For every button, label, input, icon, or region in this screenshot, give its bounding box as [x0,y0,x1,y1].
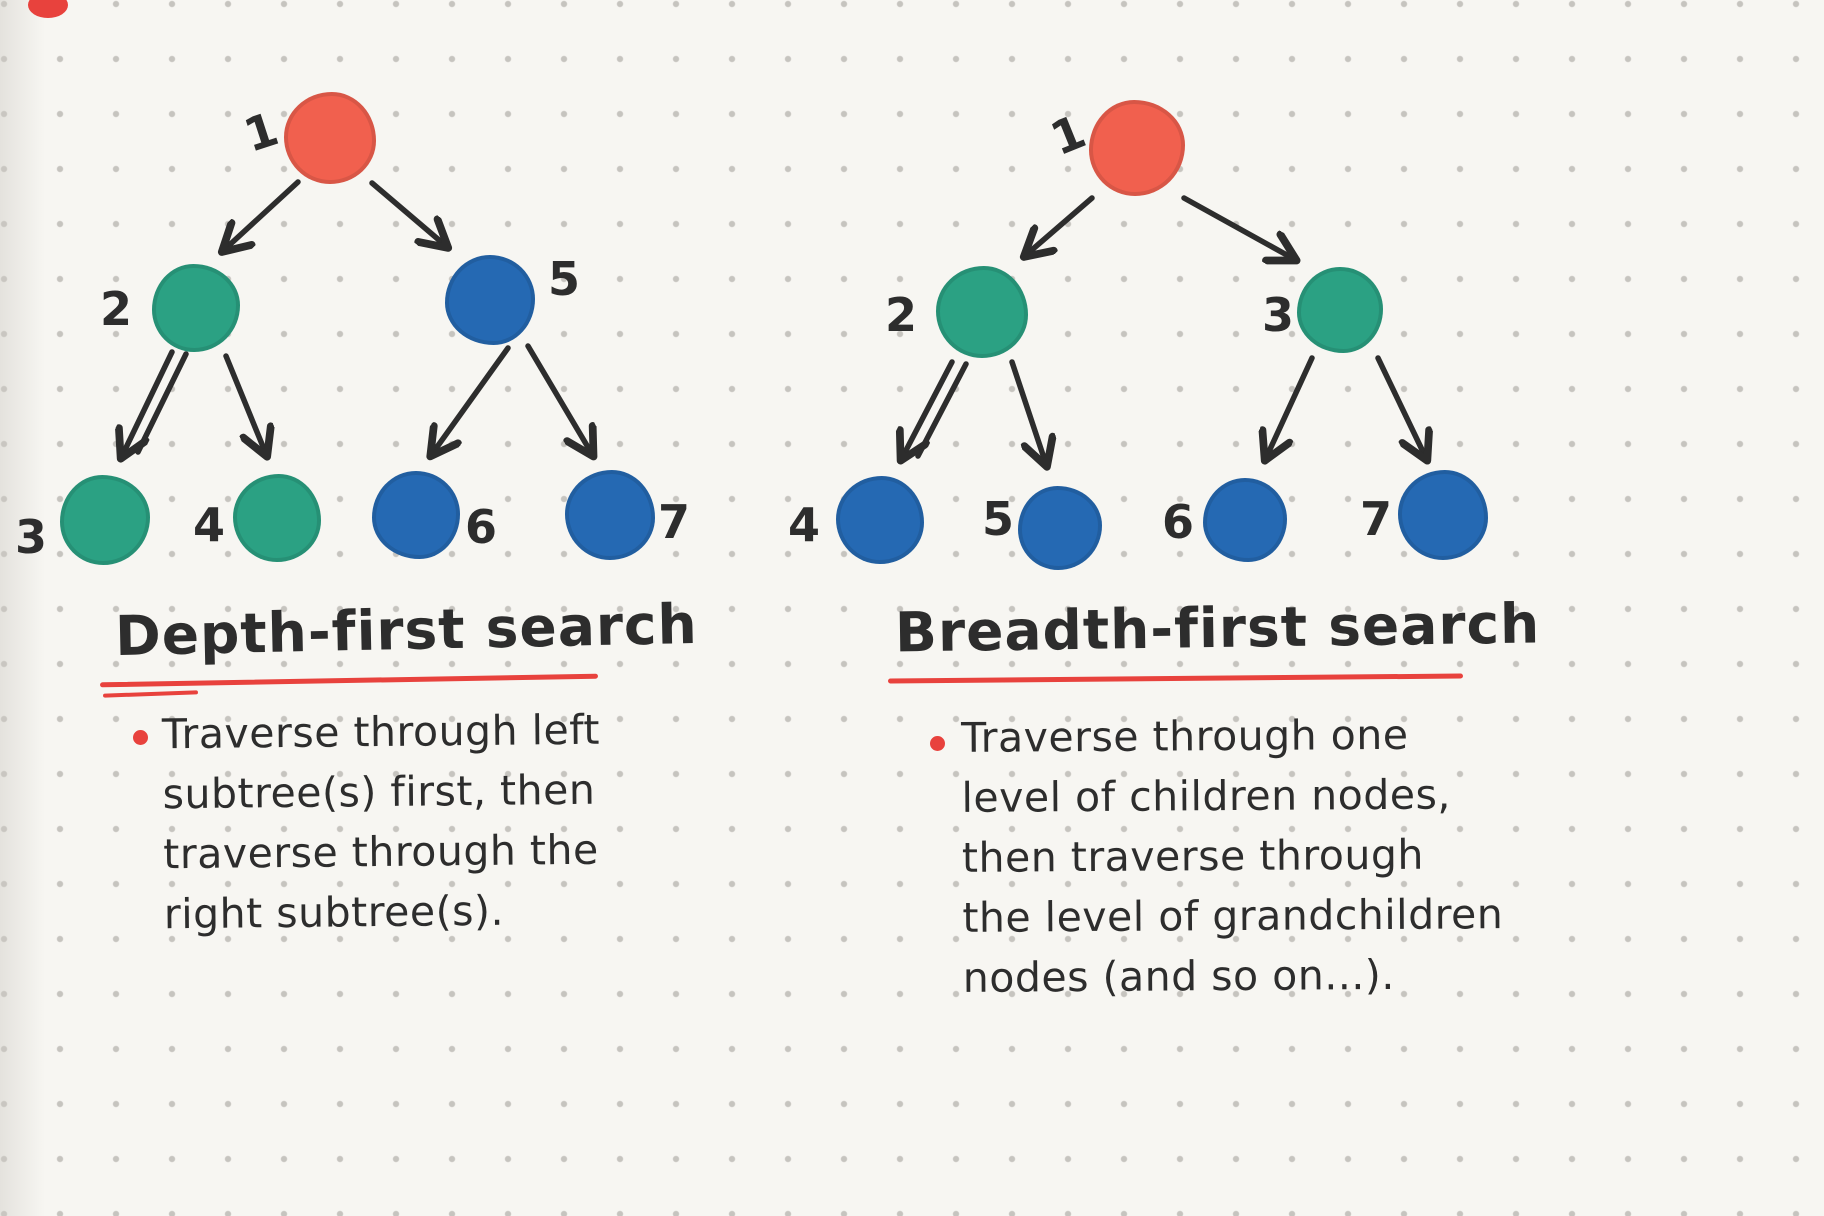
dfs-edge-5-6 [432,345,511,454]
dfs-node-4 [233,474,321,562]
dfs-node-7-label: 7 [658,495,691,549]
bfs-node-3-label: 3 [1262,288,1295,342]
bfs-node-7-label: 7 [1360,492,1393,546]
bfs-bullet-dot [930,736,945,751]
bfs-bullet-text: Traverse through one level of children n… [961,710,1504,1014]
dfs-node-1 [284,92,376,184]
bfs-edge-2-4b [915,361,969,459]
bfs-node-1-label: 1 [1043,103,1094,167]
bfs-node-5 [1018,486,1102,570]
dfs-bullet-text: Traverse through left subtree(s) first, … [162,706,602,951]
dfs-title: Depth-first search [114,591,699,669]
bfs-node-3 [1297,267,1383,353]
bfs-node-6 [1203,478,1287,562]
dfs-title-underline [99,673,599,688]
bfs-node-2-label: 2 [885,288,918,342]
dfs-node-6-label: 6 [465,500,498,554]
bfs-bullet-line-4: the level of grandchildren [962,890,1504,942]
bfs-node-4 [836,476,924,564]
bfs-title: Breadth-first search [894,591,1541,665]
dfs-node-2-label: 2 [100,282,133,336]
dfs-edge-1-2 [224,179,301,250]
dfs-node-3-label: 3 [15,510,48,564]
bfs-edge-2-5 [1009,359,1046,464]
bfs-edge-3-7 [1375,355,1426,458]
bfs-bullet-line-3: then traverse through [961,830,1425,882]
bfs-edge-1-3 [1181,195,1294,259]
dfs-node-2 [152,264,240,352]
dfs-node-7 [565,470,655,560]
bfs-node-1 [1089,100,1185,196]
dfs-bullet-line-1: Traverse through left [161,705,601,759]
bfs-bullet-line-1: Traverse through one [960,710,1409,762]
dfs-edge-2-4 [223,353,266,454]
dfs-bullet-line-2: subtree(s) first, then [162,765,596,819]
bfs-edge-1-2 [1026,195,1095,255]
bfs-title-underline [887,673,1464,684]
bfs-node-7 [1398,470,1488,560]
bfs-node-2 [936,266,1028,358]
dfs-bullet-line-4: right subtree(s). [163,886,505,939]
bfs-edge-2-4 [902,359,955,458]
bfs-edge-3-6 [1266,355,1315,458]
dfs-edge-1-5 [369,180,446,246]
bfs-node-4-label: 4 [788,498,821,552]
bfs-node-6-label: 6 [1162,495,1195,549]
dfs-edge-2-3b [135,351,189,455]
dfs-bullet-line-3: traverse through the [163,825,599,879]
dfs-edge-5-7 [525,343,592,454]
dfs-bullet-dot [133,730,148,745]
bfs-node-5-label: 5 [982,492,1015,546]
bfs-bullet-line-2: level of children nodes, [961,770,1452,822]
bfs-bullet-line-5: nodes (and so on...). [962,950,1396,1002]
corner-red-dot [28,0,68,18]
dfs-node-5-label: 5 [548,252,581,306]
dfs-node-5 [445,255,535,345]
dfs-node-4-label: 4 [193,498,226,552]
dfs-node-3 [60,475,150,565]
dfs-node-1-label: 1 [237,101,286,163]
dfs-edge-2-3 [122,349,175,456]
dfs-title-underline-2 [102,690,199,698]
dfs-node-6 [372,471,460,559]
